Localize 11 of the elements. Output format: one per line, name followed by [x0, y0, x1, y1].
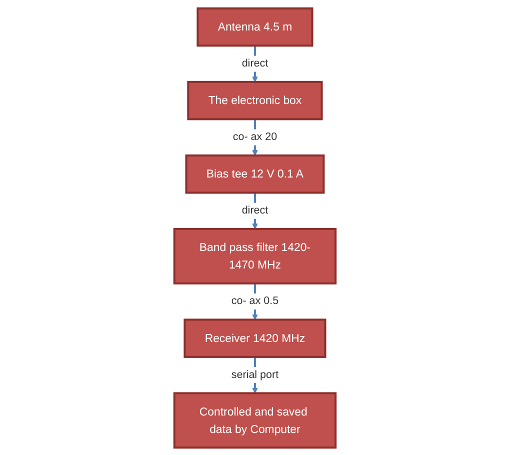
edge-label: serial port — [231, 368, 279, 380]
node-box: Bias tee 12 V 0.1 A — [185, 154, 325, 194]
edge-label: direct — [242, 204, 268, 216]
edge-label: co- ax 0.5 — [231, 294, 279, 306]
edge-label: direct — [242, 57, 268, 69]
node-box: Band pass filter 1420-1470 MHz — [173, 228, 337, 284]
node-box: Antenna 4.5 m — [196, 6, 314, 46]
edge-label: co- ax 20 — [232, 130, 278, 142]
node-box: Controlled and saved data by Computer — [173, 392, 337, 448]
node-box: Receiver 1420 MHz — [184, 318, 326, 358]
node-box: The electronic box — [187, 80, 323, 120]
